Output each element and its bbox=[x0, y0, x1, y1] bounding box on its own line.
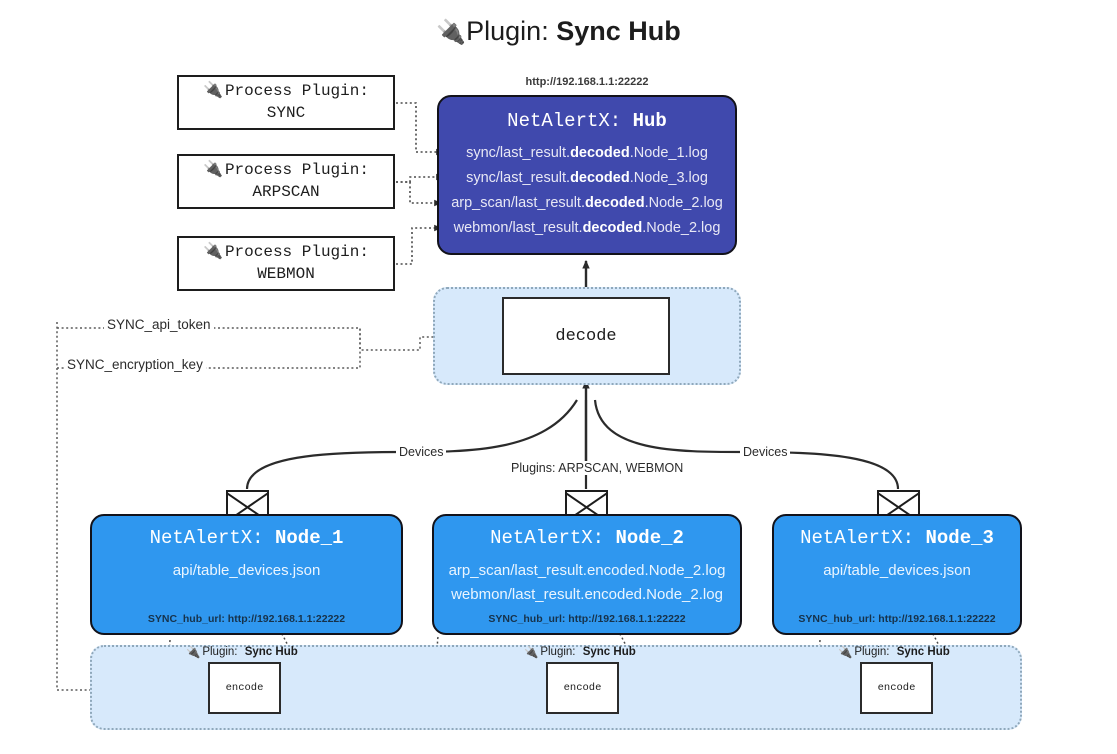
node-name: Node_3 bbox=[925, 527, 994, 549]
encode-plugin-label-2: 🔌Plugin: Sync Hub bbox=[524, 646, 636, 659]
plug-icon: 🔌 bbox=[203, 81, 223, 100]
encode-box-1[interactable]: encode bbox=[208, 662, 281, 714]
node-prefix: NetAlertX: bbox=[149, 527, 264, 549]
edge-label-plugins-center: Plugins: ARPSCAN, WEBMON bbox=[508, 461, 687, 475]
decode-box[interactable]: decode bbox=[502, 297, 670, 375]
process-plugin-label: Process Plugin: bbox=[224, 81, 369, 100]
page-title: 🔌Plugin: Sync Hub bbox=[0, 16, 1117, 47]
process-plugin-box-webmon[interactable]: 🔌Process Plugin: WEBMON bbox=[177, 236, 395, 291]
process-plugin-box-arpscan[interactable]: 🔌Process Plugin: ARPSCAN bbox=[177, 154, 395, 209]
page-title-value: Sync Hub bbox=[556, 16, 681, 46]
process-plugin-label: Process Plugin: bbox=[224, 160, 369, 179]
node-title: NetAlertX: Node_3 bbox=[800, 527, 994, 549]
node-line: arp_scan/last_result.encoded.Node_2.log bbox=[448, 562, 726, 579]
page-title-label: Plugin: bbox=[466, 16, 549, 46]
node-prefix: NetAlertX: bbox=[490, 527, 605, 549]
hub-log-line: arp_scan/last_result.decoded.Node_2.log bbox=[451, 194, 723, 211]
plug-icon: 🔌 bbox=[203, 160, 223, 179]
encode-box-3[interactable]: encode bbox=[860, 662, 933, 714]
process-plugin-label: Process Plugin: bbox=[224, 242, 369, 261]
edge-label-devices-right: Devices bbox=[740, 445, 791, 459]
node-line-list: api/table_devices.json bbox=[92, 559, 401, 583]
hub-log-line: sync/last_result.decoded.Node_3.log bbox=[466, 169, 708, 186]
hub-prefix: NetAlertX: bbox=[507, 110, 622, 132]
node-box-1[interactable]: NetAlertX: Node_1 api/table_devices.json… bbox=[90, 514, 403, 635]
node-title: NetAlertX: Node_1 bbox=[150, 527, 344, 549]
edge-label-devices-left: Devices bbox=[396, 445, 447, 459]
hub-log-line: webmon/last_result.decoded.Node_2.log bbox=[453, 219, 721, 236]
node-line-list: api/table_devices.json bbox=[774, 559, 1020, 583]
encode-box-2[interactable]: encode bbox=[546, 662, 619, 714]
hub-title: NetAlertX: Hub bbox=[439, 110, 735, 132]
node-line: api/table_devices.json bbox=[823, 562, 971, 579]
secret-label-encryption-key: SYNC_encryption_key bbox=[64, 357, 206, 372]
hub-url: http://192.168.1.1:22222 bbox=[525, 76, 649, 88]
node-name: Node_1 bbox=[275, 527, 344, 549]
secret-label-api-token: SYNC_api_token bbox=[104, 317, 214, 332]
node-line: api/table_devices.json bbox=[172, 562, 321, 579]
process-plugin-name: SYNC bbox=[266, 103, 306, 122]
encode-plugin-label-1: 🔌Plugin: Sync Hub bbox=[186, 646, 298, 659]
encode-plugin-label-3: 🔌Plugin: Sync Hub bbox=[838, 646, 950, 659]
plug-icon: 🔌 bbox=[203, 242, 223, 261]
process-plugin-name: ARPSCAN bbox=[252, 182, 320, 201]
plug-icon: 🔌 bbox=[186, 647, 201, 659]
plug-icon: 🔌 bbox=[838, 647, 853, 659]
process-plugin-name: WEBMON bbox=[257, 264, 315, 283]
node-line-list: arp_scan/last_result.encoded.Node_2.log … bbox=[434, 559, 740, 608]
node-footer: SYNC_hub_url: http://192.168.1.1:22222 bbox=[147, 613, 346, 625]
plug-icon: 🔌 bbox=[524, 647, 539, 659]
hub-log-line: sync/last_result.decoded.Node_1.log bbox=[466, 145, 708, 161]
plug-icon: 🔌 bbox=[436, 19, 467, 46]
node-title: NetAlertX: Node_2 bbox=[490, 527, 684, 549]
node-name: Node_2 bbox=[615, 527, 684, 549]
node-box-3[interactable]: NetAlertX: Node_3 api/table_devices.json… bbox=[772, 514, 1022, 635]
node-prefix: NetAlertX: bbox=[800, 527, 915, 549]
process-plugin-box-sync[interactable]: 🔌Process Plugin: SYNC bbox=[177, 75, 395, 130]
hub-node[interactable]: NetAlertX: Hub sync/last_result.decoded.… bbox=[437, 95, 737, 255]
node-box-2[interactable]: NetAlertX: Node_2 arp_scan/last_result.e… bbox=[432, 514, 742, 635]
hub-log-list: sync/last_result.decoded.Node_1.log sync… bbox=[439, 141, 735, 241]
node-footer: SYNC_hub_url: http://192.168.1.1:22222 bbox=[798, 613, 996, 625]
node-footer: SYNC_hub_url: http://192.168.1.1:22222 bbox=[488, 613, 686, 625]
hub-name: Hub bbox=[632, 110, 667, 132]
node-line: webmon/last_result.encoded.Node_2.log bbox=[451, 586, 723, 604]
